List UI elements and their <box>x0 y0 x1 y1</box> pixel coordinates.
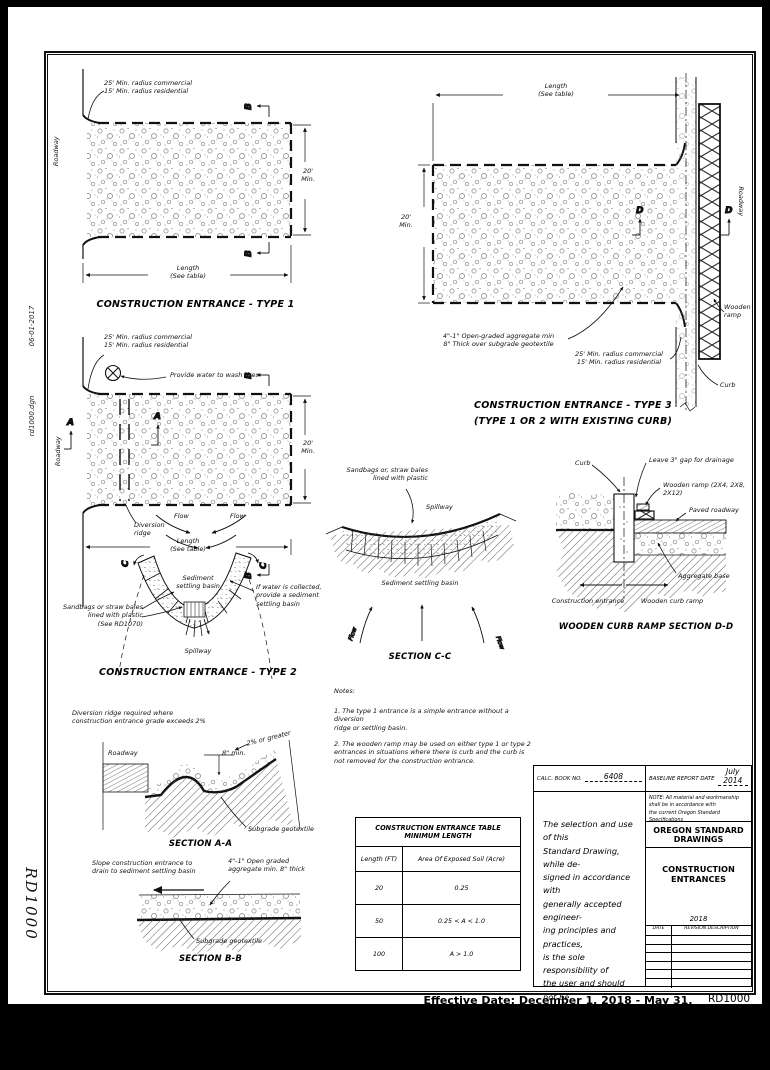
aa-min-depth-dim: 8" min. <box>222 749 246 757</box>
cell-length-3: 100 <box>355 937 403 971</box>
cell-area-1: 0.25 <box>402 871 521 905</box>
aa-geotextile-label: Subgrade geotextile <box>248 825 314 833</box>
type3-width-dim: 20' Min. <box>399 213 413 230</box>
dd-wooden-curb-ramp-label: Wooden curb ramp <box>640 597 704 605</box>
table-row: 20 0.25 <box>355 871 521 905</box>
effective-date: Effective Date: December 1, 2018 - May 3… <box>423 994 693 1020</box>
dd-paved-label: Paved roadway <box>689 506 739 514</box>
type2-roadway-label: Roadway <box>53 436 62 467</box>
title-block: CALC. BOOK NO. 6408 The selection and us… <box>533 765 752 1068</box>
revision-row <box>646 970 751 979</box>
type3-wooden-ramp-label: Wooden ramp <box>724 303 751 320</box>
file-name-vertical: rd1000.dgn <box>28 395 36 437</box>
type3-subtitle: (TYPE 1 OR 2 WITH EXISTING CURB) <box>474 416 672 427</box>
drawing-year: 2018 <box>646 900 751 926</box>
type2-width-dim: 20' Min. <box>301 439 315 456</box>
revision-row <box>646 936 751 945</box>
entrance-table-title: CONSTRUCTION ENTRANCE TABLE MINIMUM LENG… <box>355 817 521 847</box>
type2-flow-label-left: Flow <box>174 512 189 520</box>
cc-spillway-label: Spillway <box>426 503 453 511</box>
revision-row <box>646 944 751 954</box>
type1-width-dim: 20' Min. <box>301 167 315 184</box>
aa-title: SECTION A-A <box>168 839 233 849</box>
drawing-title: CONSTRUCTION ENTRANCES <box>662 864 735 884</box>
cc-title: SECTION C-C <box>388 652 452 662</box>
revision-row <box>646 978 751 988</box>
type3-length-dim: Length (See table) <box>538 82 574 99</box>
table-row: 50 0.25 < A < 1.0 <box>355 904 521 938</box>
type2-wash-note: Provide water to wash tires <box>170 371 259 379</box>
cell-length-2: 50 <box>355 904 403 938</box>
type2-sandbags-note: Sandbags or straw bales lined with plast… <box>62 603 143 628</box>
cc-basin-label: Sediment settling basin <box>381 579 459 587</box>
baseline-label: BASELINE REPORT DATE <box>649 775 715 782</box>
baseline-field: BASELINE REPORT DATE July 2014 <box>646 766 751 792</box>
calc-book-field: CALC. BOOK NO. 6408 <box>534 766 645 792</box>
type1-radius-note: 25' Min. radius commercial 15' Min. radi… <box>104 79 193 96</box>
revision-date-col: DATE <box>646 926 672 935</box>
cell-length-1: 20 <box>355 871 403 905</box>
aa-roadway-label: Roadway <box>108 749 138 757</box>
type1-length-dim: Length (See table) <box>170 264 206 281</box>
revision-row <box>646 953 751 962</box>
bb-slope-note: Slope construction entrance to drain to … <box>92 859 196 876</box>
entrance-table-col1: Length (FT) <box>355 846 403 872</box>
bb-title: SECTION B-B <box>178 954 243 964</box>
type3-roadway-label: Roadway <box>737 186 746 217</box>
type2-sediment-basin-label: Sediment settling basin <box>176 574 220 591</box>
revision-header: DATE REVISION DESCRIPTION <box>646 926 751 936</box>
dd-aggregate-label: Aggregate base <box>678 572 730 580</box>
dd-construction-entrance-label: Construction entrance <box>551 597 625 605</box>
type3-title: CONSTRUCTION ENTRANCE - TYPE 3 <box>474 400 672 411</box>
note-item-2: 2. The wooden ramp may be used on either… <box>334 740 531 765</box>
type2-diversion-ridge-label: Diversion ridge <box>134 521 165 538</box>
entrance-table-col2: Area Of Exposed Soil (Acre) <box>402 846 521 872</box>
bb-geotextile-label: Subgrade geotextile <box>196 937 262 945</box>
cell-area-3: A > 1.0 <box>402 937 521 971</box>
type3-curb-label: Curb <box>720 381 736 389</box>
type1-title: CONSTRUCTION ENTRANCE - TYPE 1 <box>96 299 295 310</box>
type2-spillway-label: Spillway <box>184 647 212 655</box>
type1-roadway-label: Roadway <box>51 136 60 167</box>
dd-title: WOODEN CURB RAMP SECTION D-D <box>558 622 734 632</box>
bb-aggregate-note: 4"-1" Open graded aggregate min. 8" thic… <box>228 857 306 874</box>
sheet-number-vertical: RD1000 <box>22 867 40 941</box>
cell-area-2: 0.25 < A < 1.0 <box>402 904 521 938</box>
calc-book-label: CALC. BOOK NO. <box>537 775 582 782</box>
type2-flow-label-right: Flow <box>230 512 245 520</box>
sheet-number: RD1000 <box>708 993 751 1005</box>
baseline-value: July 2014 <box>717 767 748 786</box>
border-frame <box>44 51 756 995</box>
disclaimer-text: The selection and use of this Standard D… <box>543 819 633 1069</box>
type2-if-water-note: If water is collected, provide a sedimen… <box>256 583 322 608</box>
aa-diversion-note: Diversion ridge required where construct… <box>72 709 206 726</box>
dd-curb-label: Curb <box>575 459 591 467</box>
type2-title: CONSTRUCTION ENTRANCE - TYPE 2 <box>99 667 297 678</box>
revision-row <box>646 961 751 971</box>
type2-length-dim: Length (See table) <box>170 537 206 554</box>
dd-gap-note: Leave 3" gap for drainage <box>649 456 734 464</box>
type3-aggregate-note: 4"-1" Open-graded aggregate min 8" Thick… <box>442 332 555 349</box>
dd-ramp-note: Wooden ramp (2X4, 2X8, 2X12) <box>663 481 746 498</box>
note-item-1: 1. The type 1 entrance is a simple entra… <box>334 707 509 732</box>
type2-radius-note: 25' Min. radius commercial 15' Min. radi… <box>104 333 193 350</box>
notes-heading: Notes: <box>334 687 355 695</box>
type3-radius-note: 25' Min. radius commercial 15' Min. radi… <box>574 350 663 367</box>
entrance-table: CONSTRUCTION ENTRANCE TABLE MINIMUM LENG… <box>355 817 521 971</box>
drawing-sheet: 06-01-2017 rd1000.dgn RD1000 <box>8 7 762 1068</box>
cc-sandbags-note: Sandbags or, straw bales lined with plas… <box>346 466 428 483</box>
table-row: 100 A > 1.0 <box>355 937 521 971</box>
plot-date-vertical: 06-01-2017 <box>28 305 36 347</box>
calc-book-value: 6408 <box>584 772 642 782</box>
revision-desc-col: REVISION DESCRIPTION <box>684 926 739 931</box>
title-block-note: NOTE: All material and workmanship shall… <box>646 792 751 823</box>
org-name: OREGON STANDARD DRAWINGS <box>646 822 751 848</box>
